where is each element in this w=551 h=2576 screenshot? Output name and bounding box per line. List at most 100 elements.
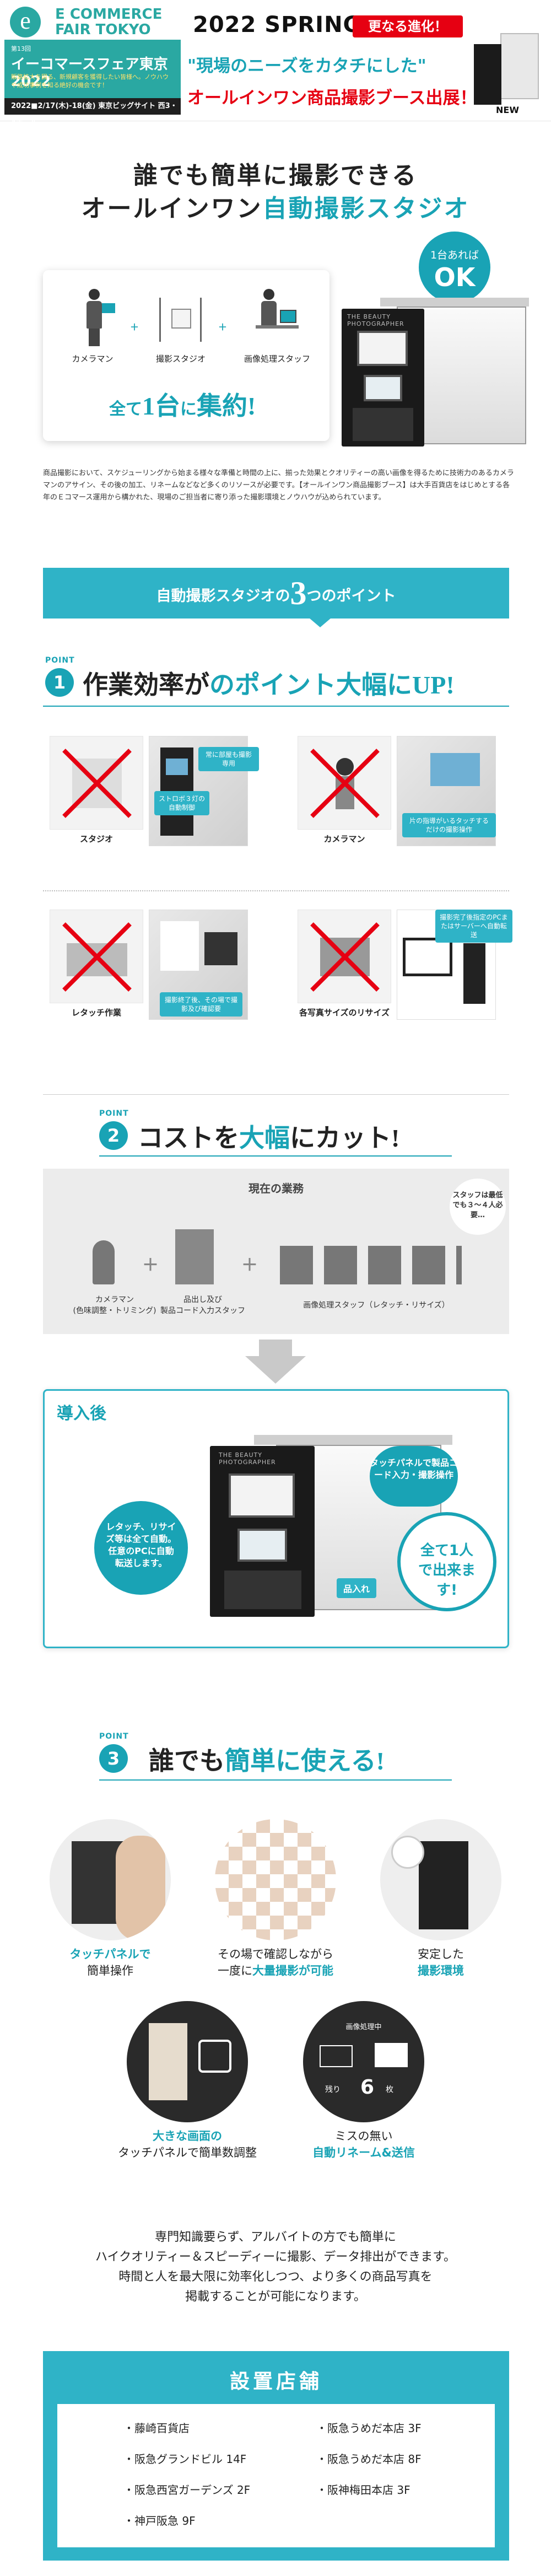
down-arrow-icon — [245, 1340, 306, 1384]
sending-label: 画像処理中 — [345, 2023, 382, 2031]
store-item: ・阪急うめだ本店 8F — [316, 2453, 422, 2466]
feature-accent: 大量撮影が可能 — [252, 1964, 333, 1977]
role-label: 画像処理スタッフ — [244, 354, 310, 364]
feature-plain: タッチパネルで簡単数調整 — [118, 2146, 257, 2159]
intro-description: 商品撮影において、スケジューリングから始まる様々な準備と時間の上に、揃った効果と… — [43, 469, 514, 502]
store-item: ・阪急西宮ガーデンズ 2F — [123, 2483, 251, 2497]
caption-image-staff: 画像処理スタッフ（レタッチ・リサイズ） — [303, 1301, 450, 1310]
point3-underline — [99, 1779, 452, 1781]
cameraman-crossed-icon — [298, 736, 391, 830]
fair-edition: 第13回 — [11, 45, 31, 52]
studio-crossed-icon — [50, 736, 143, 830]
remaining-count: 6 — [360, 2076, 375, 2099]
fair-date: 2022■2/17(木)-18(金) 東京ビッグサイト 西3・4ホール — [4, 98, 181, 127]
point3-label: POINT — [99, 1732, 129, 1741]
feature-plain2: 一度に — [218, 1964, 252, 1977]
booth-photo — [380, 1819, 501, 1940]
cameraman-icon — [68, 287, 117, 347]
point2-title-b: にカット! — [290, 1124, 400, 1152]
feature-plain: 簡単操作 — [87, 1964, 133, 1977]
booth-brand: THE BEAUTY PHOTOGRAPHER — [347, 313, 404, 327]
feature-accent: 撮影環境 — [418, 1964, 464, 1977]
banner-text-b: つのポイント — [306, 588, 396, 604]
store-item: ・神戸阪急 9F — [123, 2514, 196, 2527]
point3-title-plain: 誰でも — [149, 1747, 225, 1775]
card-caption: スタジオ — [79, 834, 113, 844]
cameraman-pictogram-icon — [93, 1240, 115, 1284]
point1-underline — [43, 706, 509, 707]
point1-title-accent: のポイント大幅にUP! — [209, 671, 455, 699]
booth-machine-large: THE BEAUTY PHOTOGRAPHER — [210, 1446, 315, 1617]
card-caption: カメラマン — [323, 834, 365, 844]
three-points-banner: 自動撮影スタジオの3つのポイント — [43, 568, 509, 627]
fair-e-icon: e — [10, 7, 41, 37]
fair-logo-block: E COMMERCE FAIR TOKYO e 第13回 イーコマースフェア東京… — [4, 4, 181, 127]
point2-number: 2 — [99, 1121, 128, 1150]
store-item: ・藤崎百貨店 — [123, 2422, 190, 2435]
point3-title-accent: 簡単に使える! — [225, 1747, 385, 1775]
card-bubble: 片の指導がいるタッチするだけの撮影操作 — [402, 813, 496, 837]
point2-title-accent: 大幅 — [239, 1124, 290, 1152]
role-cameraman: カメラマン — [60, 287, 126, 364]
consolidate-c: 集約! — [197, 392, 256, 420]
card-caption: 各写真サイズのリサイズ — [299, 1008, 390, 1018]
point1-card-cameraman: カメラマン 片の指導がいるタッチするだけの撮影操作 — [298, 736, 518, 857]
touch-photo — [50, 1819, 171, 1940]
feature-accent: 大きな画面の — [153, 2129, 222, 2143]
stock-staff-pictogram-icon — [175, 1229, 214, 1284]
role-label: 撮影スタジオ — [155, 354, 206, 364]
remaining-unit: 枚 — [386, 2085, 393, 2094]
point2-title: コストを大幅にカット! — [138, 1118, 399, 1154]
after-title: 導入後 — [57, 1405, 106, 1423]
closing-text: 専門知識要らず、アルバイトの方でも簡単に ハイクオリティー＆スピーディーに撮影、… — [0, 2227, 551, 2306]
fair-title: イーコマースフェア東京2022 — [11, 56, 168, 90]
headline-exhibit: オールインワン商品撮影ブース出展！ — [187, 88, 477, 108]
retouch-crossed-icon — [50, 910, 143, 1003]
stores-list: ・藤崎百貨店 ・阪急うめだ本店 3F ・阪急グランドビル 14F ・阪急うめだ本… — [57, 2404, 495, 2547]
plus-icon: ＋ — [130, 322, 139, 332]
closing-line: 専門知識要らず、アルバイトの方でも簡単に — [155, 2230, 396, 2244]
intro-title-plain: オールインワン — [81, 195, 263, 222]
touch-panel-bubble: タッチパネルで製品コード入力・撮影操作 — [370, 1446, 458, 1507]
feature-accent: タッチパネルで — [69, 1948, 151, 1961]
consolidate-a: 全て — [109, 400, 142, 418]
fair-subtitle: 販路拡大を図る、新規顧客を獲得したい皆様へ。ノウハウや成功事例を知る絶好の機会で… — [11, 73, 169, 89]
closing-line: ハイクオリティー＆スピーディーに撮影、データ排出ができます。 — [95, 2250, 456, 2263]
sending-screen: 画像処理中 残り 6 枚 — [303, 2001, 424, 2122]
remaining-label: 残り — [325, 2085, 341, 2094]
store-item: ・阪急グランドビル 14F — [123, 2453, 247, 2466]
roles-panel: カメラマン ＋ 撮影スタジオ ＋ 画像処理スタッフ 全て1台に集約! — [43, 270, 329, 441]
feature-touch: タッチパネルで簡単操作 — [33, 1819, 187, 1979]
point1-card-resize: 各写真サイズのリサイズ 撮影完了後指定のPCまたはサーバーへ自動転送 — [298, 910, 518, 1031]
one-person-bubble: 全て1人で出来ます! — [397, 1512, 496, 1611]
badge-main: OK — [434, 262, 476, 292]
banner-num: 3 — [290, 575, 307, 611]
closing-line: 掲載することが可能になります。 — [185, 2289, 366, 2303]
consolidate-num: 1台 — [142, 392, 180, 420]
store-item: ・阪急うめだ本店 3F — [316, 2422, 422, 2435]
divider — [43, 1094, 509, 1095]
stores-title: 設置店舗 — [229, 2370, 322, 2392]
caption-stock-staff: 品出し及び 製品コード入力スタッフ — [160, 1295, 245, 1315]
point2-label: POINT — [99, 1109, 129, 1118]
feature-plain: 安定した — [418, 1948, 464, 1961]
intro-title-line2: オールインワン自動撮影スタジオ — [0, 189, 551, 224]
card-caption: レタッチ作業 — [71, 1008, 121, 1018]
point1-title-plain: 作業効率が — [83, 671, 209, 699]
divider — [43, 890, 509, 891]
resize-crossed-icon — [298, 910, 391, 1003]
current-workflow-title: 現在の業務 — [249, 1183, 304, 1195]
point3-number: 3 — [99, 1744, 128, 1773]
intro-title-accent: 自動撮影スタジオ — [262, 195, 470, 222]
image-staff-pictogram-icon — [280, 1246, 462, 1284]
closing-line: 時間と人を最大限に効率化しつつ、より多くの商品写真を — [118, 2270, 433, 2283]
point1-number: 1 — [45, 668, 74, 697]
feature-plain: その場で確認しながら — [218, 1948, 333, 1961]
card-bubble: 撮影完了後指定のPCまたはサーバーへ自動転送 — [435, 910, 512, 943]
plus-icon: ＋ — [241, 1256, 258, 1275]
intro-title-line1: 誰でも簡単に撮影できる — [133, 162, 418, 189]
studio-icon — [156, 287, 206, 347]
point1-label: POINT — [45, 656, 75, 665]
caption-cameraman: カメラマン (色味調整・トリミング) — [73, 1295, 156, 1315]
